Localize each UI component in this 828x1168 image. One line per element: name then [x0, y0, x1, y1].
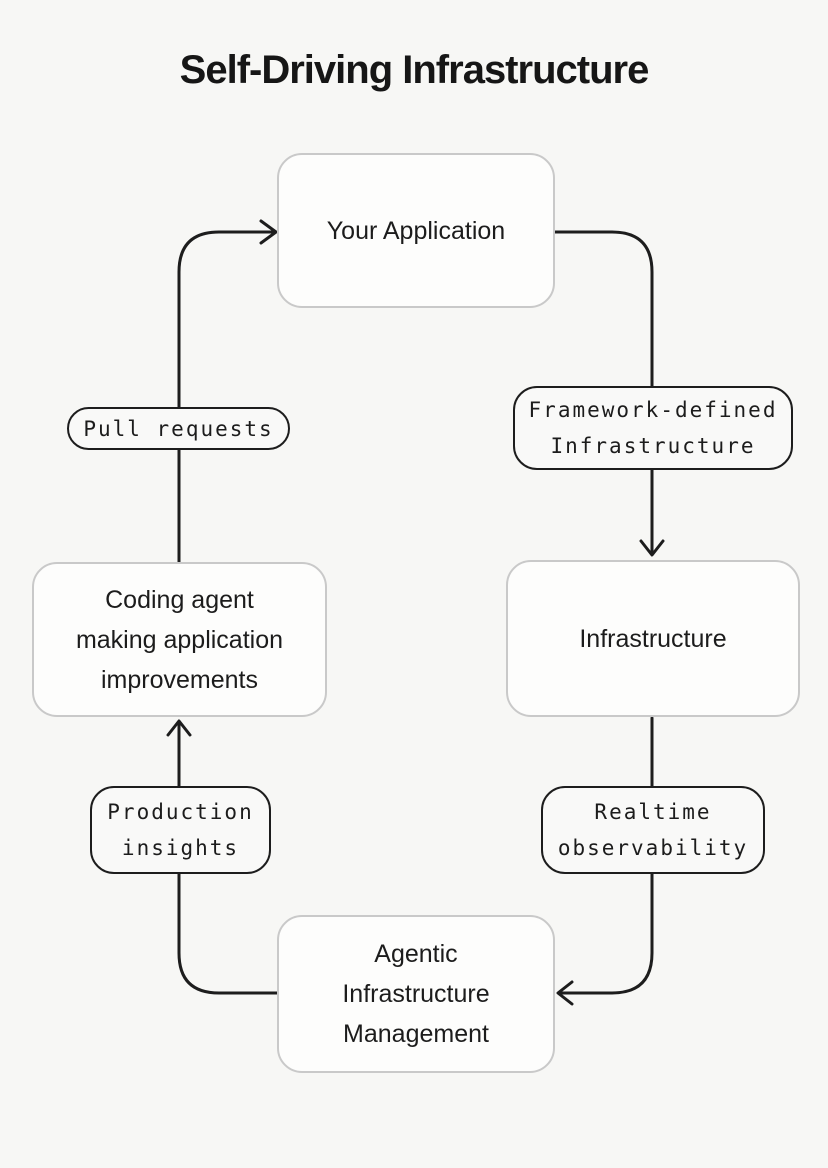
node-agentic-infrastructure-management: Agentic Infrastructure Management: [277, 915, 555, 1073]
edge-label-production-insights: Production insights: [90, 786, 271, 874]
edge-label-pull-requests: Pull requests: [67, 407, 290, 450]
node-your-application-label: Your Application: [326, 216, 506, 245]
node-infrastructure: Infrastructure: [506, 560, 800, 717]
edge-label-production-insights-text: Production insights: [107, 800, 254, 860]
page-title: Self-Driving Infrastructure: [179, 48, 650, 92]
edge-label-framework-defined-text: Framework-defined Infrastructure: [528, 398, 778, 458]
node-coding-agent-label: Coding agent making application improvem…: [75, 585, 284, 694]
edge-infrastructure-to-agentic: [556, 716, 654, 1006]
edge-label-realtime-observability-text: Realtime observability: [557, 800, 749, 860]
node-coding-agent: Coding agent making application improvem…: [32, 562, 327, 717]
edge-label-framework-defined-infrastructure: Framework-defined Infrastructure: [513, 386, 793, 470]
edge-agentic-to-coding-agent: [166, 719, 279, 995]
edge-your-app-to-infrastructure: [553, 230, 665, 557]
node-infrastructure-label: Infrastructure: [579, 624, 727, 653]
edge-label-pull-requests-text: Pull requests: [83, 416, 274, 441]
node-agentic-label: Agentic Infrastructure Management: [342, 940, 490, 1048]
edge-label-realtime-observability: Realtime observability: [541, 786, 765, 874]
edge-coding-agent-to-your-app: [177, 219, 278, 564]
node-your-application: Your Application: [277, 153, 555, 308]
